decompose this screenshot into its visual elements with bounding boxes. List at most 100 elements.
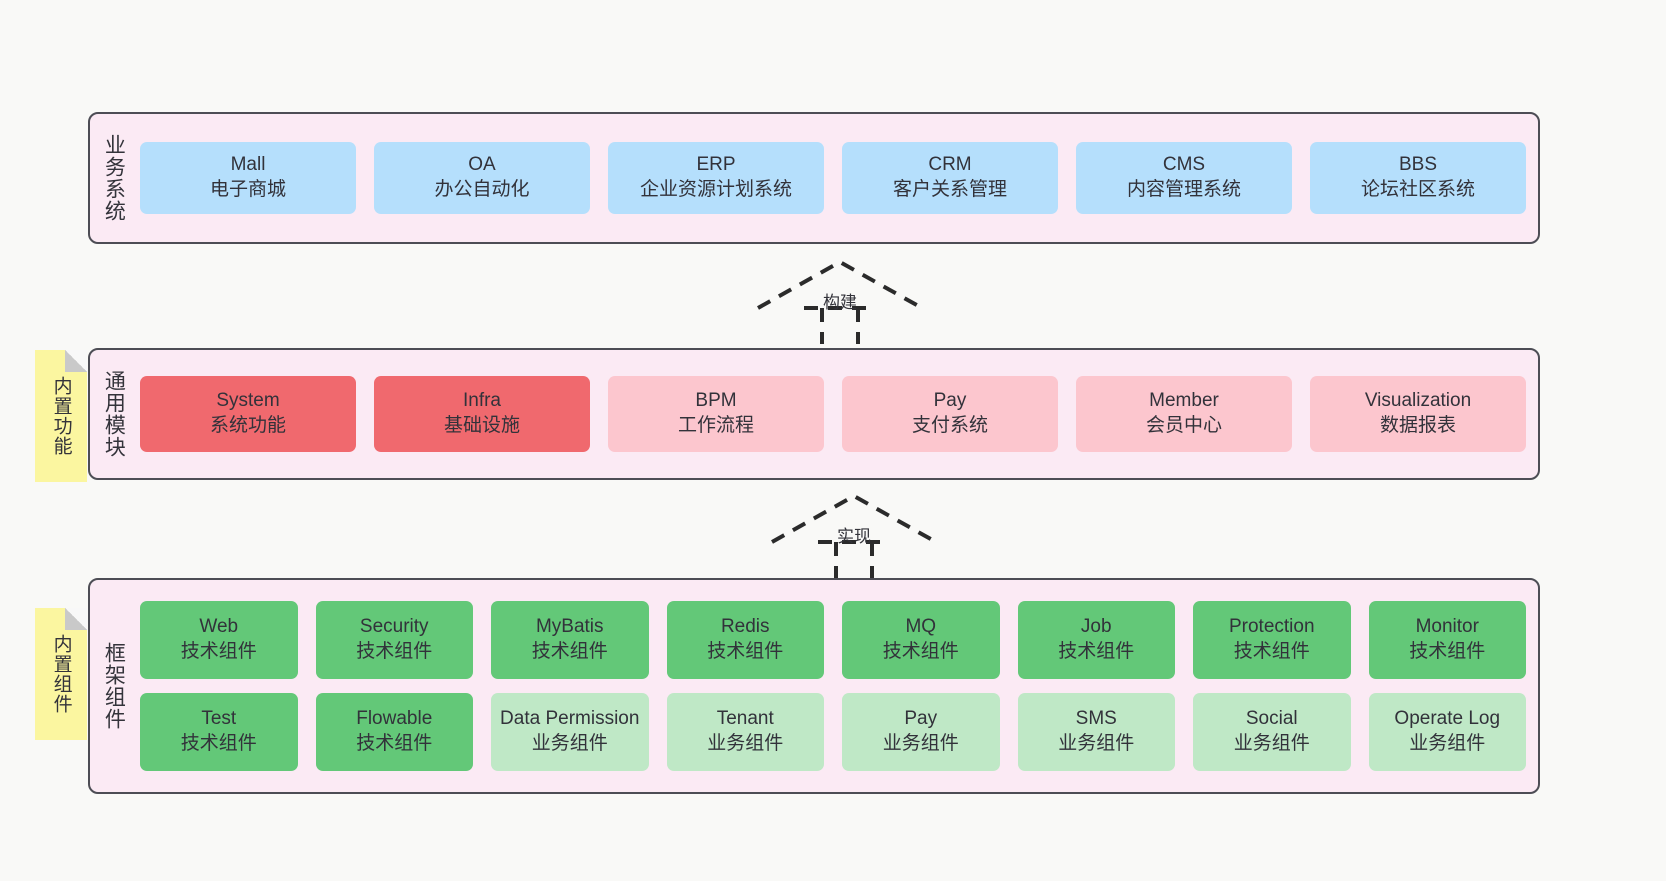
layer-business-systems: 业务系统 Mall 电子商城 OA 办公自动化 ERP 企业资源计划系统 CRM… [88,112,1540,244]
module-box-mq[interactable]: MQ 技术组件 [842,601,1000,679]
dashed-hollow-arrow-up-icon [757,259,923,344]
module-desc: 技术组件 [531,641,608,662]
module-box-member[interactable]: Member 会员中心 [1076,376,1292,452]
module-box-system[interactable]: System 系统功能 [140,376,356,452]
layer-row: Test 技术组件 Flowable 技术组件 Data Permission … [140,693,1526,771]
module-box-infra[interactable]: Infra 基础设施 [374,376,590,452]
module-desc: 数据报表 [1379,415,1456,436]
module-box-social[interactable]: Social 业务组件 [1193,693,1351,771]
module-desc: 技术组件 [882,641,959,662]
module-box-monitor[interactable]: Monitor 技术组件 [1368,601,1526,679]
module-desc: 企业资源计划系统 [639,179,792,200]
module-name: BBS [1398,154,1438,176]
module-name: MQ [905,616,937,638]
layer-framework-components: 框架组件 Web 技术组件 Security 技术组件 MyBatis 技术组件… [88,578,1540,794]
module-box-visualization[interactable]: Visualization 数据报表 [1310,376,1526,452]
module-name: Mall [230,154,266,176]
module-desc: 内容管理系统 [1126,179,1241,200]
module-desc: 办公自动化 [434,179,530,200]
module-name: Member [1149,390,1219,412]
module-name: Pay [904,708,938,730]
module-desc: 电子商城 [209,179,286,200]
module-box-cms[interactable]: CMS 内容管理系统 [1076,142,1292,214]
module-box-tenant[interactable]: Tenant 业务组件 [666,693,824,771]
module-desc: 业务组件 [1058,733,1135,754]
module-desc: 工作流程 [677,415,754,436]
module-desc: 系统功能 [209,415,286,436]
module-name: Visualization [1364,390,1472,412]
module-desc: 论坛社区系统 [1360,179,1475,200]
module-box-operate-log[interactable]: Operate Log 业务组件 [1368,693,1526,771]
module-box-test[interactable]: Test 技术组件 [140,693,298,771]
module-desc: 业务组件 [882,733,959,754]
module-name: Pay [933,390,967,412]
module-box-bbs[interactable]: BBS 论坛社区系统 [1310,142,1526,214]
module-desc: 技术组件 [356,733,433,754]
module-box-sms[interactable]: SMS 业务组件 [1017,693,1175,771]
module-box-security[interactable]: Security 技术组件 [315,601,473,679]
module-name: Tenant [716,708,774,730]
module-name: OA [468,154,496,176]
layer-title-common: 通用模块 [102,370,126,458]
connector-label-build: 构建 [823,293,857,312]
module-name: MyBatis [535,616,604,638]
layer-body-business: Mall 电子商城 OA 办公自动化 ERP 企业资源计划系统 CRM 客户关系… [136,114,1538,242]
connector-build: 构建 [752,258,928,344]
module-desc: 技术组件 [180,641,257,662]
module-desc: 业务组件 [531,733,608,754]
module-box-protection[interactable]: Protection 技术组件 [1193,601,1351,679]
module-name: CMS [1162,154,1206,176]
dashed-hollow-arrow-up-icon [771,493,937,578]
module-box-pay-component[interactable]: Pay 业务组件 [842,693,1000,771]
module-desc: 基础设施 [443,415,520,436]
layer-body-common: System 系统功能 Infra 基础设施 BPM 工作流程 Pay 支付系统… [136,350,1538,478]
module-box-pay[interactable]: Pay 支付系统 [842,376,1058,452]
module-name: Social [1245,708,1298,730]
sticky-note-builtin-components: 内置组件 [35,608,87,740]
module-name: Data Permission [500,708,640,730]
module-desc: 技术组件 [180,733,257,754]
module-box-data-permission[interactable]: Data Permission 业务组件 [491,693,649,771]
module-name: System [216,390,280,412]
layer-row: System 系统功能 Infra 基础设施 BPM 工作流程 Pay 支付系统… [140,376,1526,452]
layer-row: Mall 电子商城 OA 办公自动化 ERP 企业资源计划系统 CRM 客户关系… [140,142,1526,214]
module-box-redis[interactable]: Redis 技术组件 [666,601,824,679]
module-box-oa[interactable]: OA 办公自动化 [374,142,590,214]
module-name: Test [201,708,237,730]
module-name: Infra [462,390,502,412]
module-desc: 技术组件 [707,641,784,662]
layer-title-business: 业务系统 [102,134,126,222]
module-name: ERP [696,154,736,176]
layer-row: Web 技术组件 Security 技术组件 MyBatis 技术组件 Redi… [140,601,1526,679]
module-box-bpm[interactable]: BPM 工作流程 [608,376,824,452]
module-name: Job [1080,616,1112,638]
module-desc: 支付系统 [911,415,988,436]
module-box-erp[interactable]: ERP 企业资源计划系统 [608,142,824,214]
module-name: BPM [695,390,737,412]
module-desc: 业务组件 [1233,733,1310,754]
module-name: Web [199,616,239,638]
module-desc: 技术组件 [356,641,433,662]
sticky-note-label: 内置功能 [50,376,72,456]
module-name: Protection [1228,616,1315,638]
module-name: SMS [1075,708,1117,730]
module-box-mall[interactable]: Mall 电子商城 [140,142,356,214]
layer-body-framework: Web 技术组件 Security 技术组件 MyBatis 技术组件 Redi… [136,580,1538,792]
module-name: Security [359,616,429,638]
sticky-note-label: 内置组件 [50,634,72,714]
layer-common-modules: 通用模块 System 系统功能 Infra 基础设施 BPM 工作流程 Pay… [88,348,1540,480]
module-desc: 客户关系管理 [892,179,1007,200]
module-box-mybatis[interactable]: MyBatis 技术组件 [491,601,649,679]
sticky-note-builtin-functions: 内置功能 [35,350,87,482]
module-box-job[interactable]: Job 技术组件 [1017,601,1175,679]
module-desc: 技术组件 [1233,641,1310,662]
module-name: Flowable [356,708,433,730]
module-box-web[interactable]: Web 技术组件 [140,601,298,679]
module-box-crm[interactable]: CRM 客户关系管理 [842,142,1058,214]
module-box-flowable[interactable]: Flowable 技术组件 [315,693,473,771]
module-desc: 业务组件 [707,733,784,754]
connector-implement: 实现 [766,492,942,578]
module-name: Monitor [1415,616,1479,638]
module-desc: 技术组件 [1058,641,1135,662]
